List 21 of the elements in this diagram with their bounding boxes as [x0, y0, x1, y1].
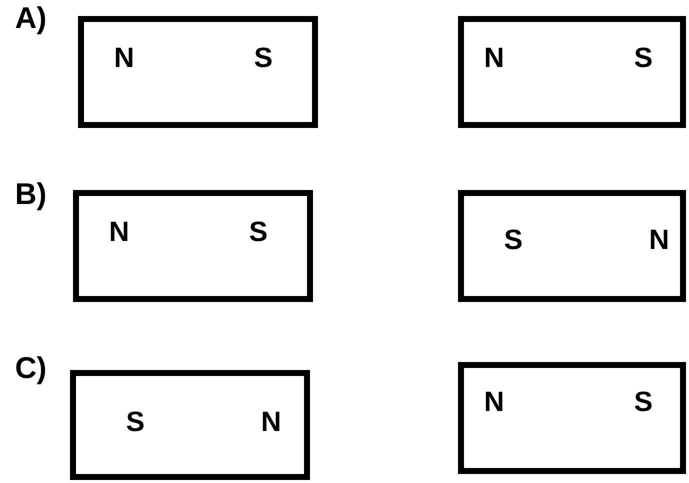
bar-magnet	[73, 190, 313, 302]
pole-letter: S	[249, 216, 268, 248]
bar-magnet	[70, 370, 310, 480]
pole-letter: S	[126, 406, 145, 438]
option-label: A)	[15, 2, 47, 36]
pole-letter: N	[114, 42, 134, 74]
pole-letter: S	[254, 42, 273, 74]
bar-magnet	[458, 16, 686, 128]
pole-letter: N	[649, 224, 670, 256]
pole-letter: N	[261, 406, 282, 438]
pole-letter: S	[634, 386, 653, 418]
bar-magnet	[458, 362, 686, 474]
bar-magnet	[78, 16, 318, 128]
option-label: B)	[15, 178, 47, 212]
pole-letter: N	[109, 216, 130, 248]
pole-letter: S	[634, 42, 653, 74]
pole-letter: N	[484, 42, 504, 74]
bar-magnet	[458, 190, 686, 302]
pole-letter: N	[484, 386, 504, 418]
pole-letter: S	[504, 224, 523, 256]
option-label: C)	[15, 352, 47, 386]
